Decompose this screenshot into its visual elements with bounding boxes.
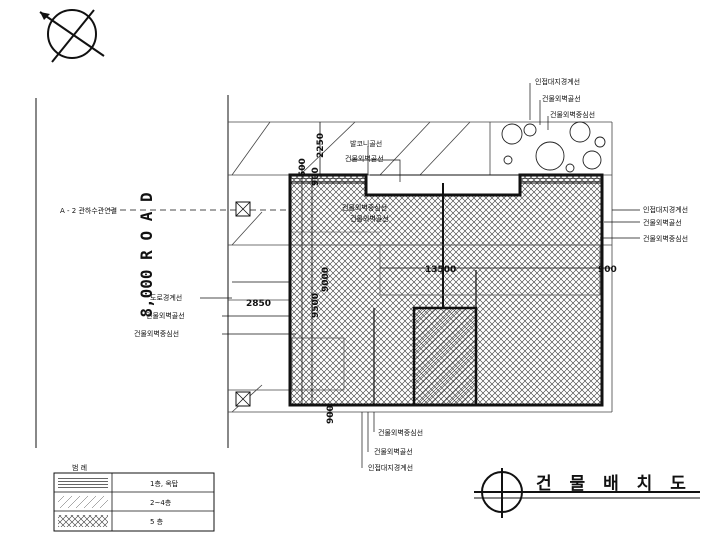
dim-13500: 13500: [425, 265, 456, 275]
legend-swatch-5f: [58, 515, 108, 527]
dim-2850: 2850: [246, 299, 271, 309]
label-adjacent-boundary-right: 인접대지경계선: [643, 205, 688, 214]
label-wall-line-left: 건물외벽골선: [146, 311, 185, 320]
road-lines: [35, 95, 229, 448]
dim-2250: 2250: [316, 133, 326, 158]
dim-500: 500: [298, 158, 308, 177]
legend: 범 례 1층, 옥탑 2~4층 5 층: [53, 463, 215, 532]
dimension-lines: [232, 122, 612, 422]
legend-swatch-1f: [58, 477, 108, 489]
manhole-icon: [235, 201, 251, 217]
legend-title: 범 례: [72, 463, 87, 472]
label-adjacent-boundary-bottom: 인접대지경계선: [368, 463, 413, 472]
leader-lines: [200, 83, 640, 468]
label-road-boundary: 도로경계선: [150, 293, 182, 302]
road-label: 8,000 R O A D: [137, 192, 156, 317]
tree-cluster-icon: [501, 121, 606, 173]
north-arrow-icon: [39, 9, 105, 63]
label-wall-line-right: 건물외벽골선: [643, 218, 682, 227]
label-balcony-line: 발코니골선: [350, 139, 382, 148]
label-adjacent-boundary-top: 인접대지경계선: [535, 77, 580, 86]
legend-swatch-2-4f: [58, 496, 108, 508]
dim-9500: 9500: [311, 293, 321, 318]
label-wall-line-mid: 건물외벽골선: [345, 154, 384, 163]
label-inner-note-1: 건물외벽중심선: [342, 203, 387, 212]
title-block: 건 물 배 치 도: [474, 468, 700, 518]
label-wall-center-top: 건물외벽중심선: [550, 110, 595, 119]
dim-900-right: 900: [598, 265, 617, 275]
label-inner-note-2: 건물외벽골선: [350, 214, 389, 223]
sewer-note: A - 2 관하수관연결: [60, 206, 117, 215]
legend-row-text: 5 층: [150, 517, 164, 526]
label-wall-center-right: 건물외벽중심선: [643, 234, 688, 243]
dim-9000: 9000: [321, 267, 331, 292]
label-wall-center-left: 건물외벽중심선: [134, 329, 179, 338]
label-wall-line-top: 건물외벽골선: [542, 94, 581, 103]
legend-row-text: 2~4층: [150, 498, 172, 507]
dim-900-top: 900: [311, 167, 321, 186]
drawing-title: 건 물 배 치 도: [536, 474, 692, 494]
label-wall-center-bottom: 건물외벽중심선: [378, 428, 423, 437]
legend-row-text: 1층, 옥탑: [150, 479, 179, 488]
label-wall-line-bottom: 건물외벽골선: [374, 447, 413, 456]
building-footprint: [288, 173, 604, 407]
manhole-icon: [235, 391, 251, 407]
dim-900-bottom: 900: [326, 405, 336, 424]
